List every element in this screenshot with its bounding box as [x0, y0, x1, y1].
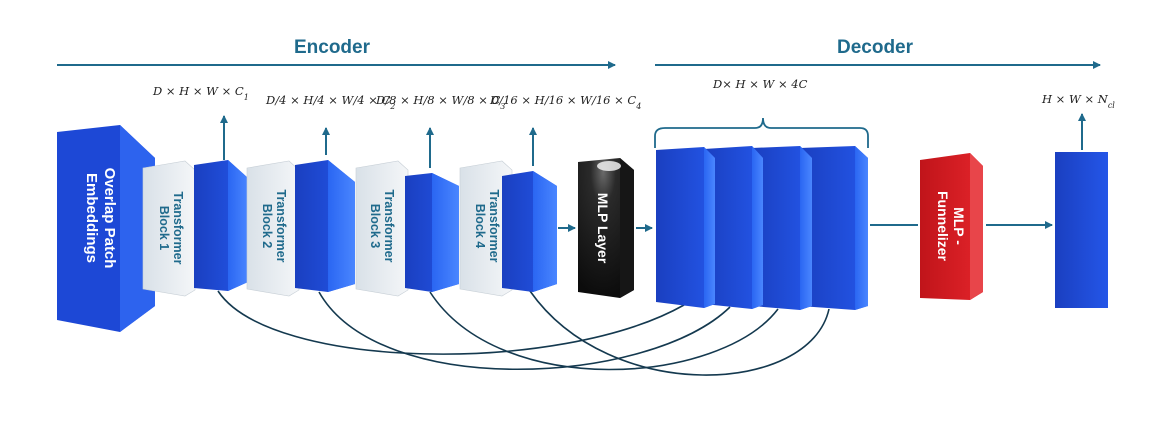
concat-bracket — [654, 117, 869, 148]
decoder-feature-stack — [656, 146, 868, 310]
decoder-feature-3 — [752, 146, 812, 310]
feature-1-dim-sub: 1 — [244, 93, 249, 102]
transformer-block-3-line1: Transformer — [382, 190, 396, 263]
concat-dim-label: D× H × W × 4C — [712, 77, 808, 91]
transformer-block-2: Transformer Block 2 — [246, 160, 300, 297]
feature-4-dim-text: D/16 × H/16 × W/16 × C — [489, 93, 636, 107]
mlp-funnelizer-block: MLP - Funnelizer — [920, 153, 983, 300]
feature-1-dim-label: D × H × W × C1 — [152, 84, 249, 102]
transformer-block-3: Transformer Block 3 — [355, 160, 409, 297]
feature-map-4 — [502, 171, 557, 292]
feature-4-dim-sub: 4 — [635, 102, 641, 111]
feature-3-dim-sub: 3 — [500, 102, 505, 111]
transformer-block-1-line1: Transformer — [171, 192, 185, 265]
transformer-block-4-line1: Transformer — [487, 190, 501, 263]
transformer-block-4-line2: Block 4 — [473, 204, 487, 249]
output-segmentation-block — [1055, 152, 1108, 308]
output-dim-label: H × W × Ncl — [1041, 92, 1115, 110]
feature-2-dim-text: D/4 × H/4 × W/4 × C — [265, 93, 390, 107]
skip-connection-4 — [529, 290, 830, 376]
decoder-title: Decoder — [837, 37, 914, 58]
feature-3-dim-label: D/8 × H/8 × W/8 × C3 — [375, 93, 505, 111]
funnelizer-label-line1: MLP - — [951, 207, 967, 245]
transformer-block-1: Transformer Block 1 — [142, 160, 196, 297]
output-dim-sub: cl — [1108, 101, 1115, 110]
overlap-patch-embeddings-block: Overlap Patch Embeddings — [57, 125, 155, 332]
feature-1-dim-text: D × H × W × C — [152, 84, 244, 98]
patch-embedding-label-line1: Overlap Patch — [101, 168, 118, 269]
transformer-block-1-line2: Block 1 — [157, 206, 171, 251]
transformer-block-4: Transformer Block 4 — [459, 160, 513, 297]
transformer-block-3-line2: Block 3 — [368, 204, 382, 249]
encoder-title: Encoder — [294, 37, 371, 58]
skip-connection-2 — [318, 291, 731, 370]
output-dim-text: H × W × N — [1041, 92, 1109, 106]
skip-connection-1 — [217, 290, 685, 355]
feature-2-dim-sub: 2 — [389, 102, 395, 111]
skip-connections — [217, 290, 830, 376]
decoder-feature-2 — [704, 146, 763, 309]
skip-connection-3 — [429, 291, 779, 371]
feature-2-dim-label: D/4 × H/4 × W/4 × C2 — [265, 93, 395, 111]
decoder-feature-1 — [656, 147, 715, 308]
decoder-feature-4 — [800, 146, 868, 310]
feature-3-dim-text: D/8 × H/8 × W/8 × C — [375, 93, 500, 107]
funnelizer-label-line2: Funnelizer — [935, 191, 951, 262]
transformer-block-2-line2: Block 2 — [260, 204, 274, 249]
mlp-layer-label: MLP Layer — [595, 193, 611, 264]
mlp-layer-block: MLP Layer — [578, 158, 634, 298]
feature-map-2 — [295, 160, 355, 292]
feature-map-3 — [405, 173, 459, 292]
transformer-block-2-line1: Transformer — [274, 190, 288, 263]
patch-embedding-label-line2: Embeddings — [83, 173, 100, 263]
feature-map-1 — [194, 160, 248, 291]
feature-4-dim-label: D/16 × H/16 × W/16 × C4 — [489, 93, 641, 111]
